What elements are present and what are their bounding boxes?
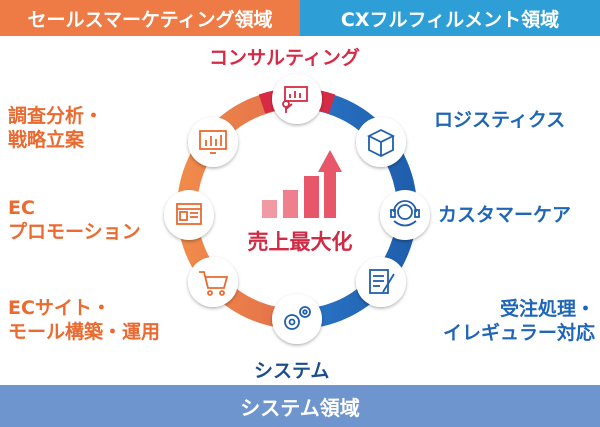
node-ec-promotion xyxy=(164,190,214,240)
research-label-line1: 調査分析・ xyxy=(8,105,104,127)
growth-chart-icon xyxy=(262,150,342,218)
node-research xyxy=(188,117,238,167)
node-customer-care xyxy=(380,190,430,240)
logistics-label: ロジスティクス xyxy=(434,109,566,131)
node-consulting xyxy=(272,74,322,124)
presentation-icon xyxy=(282,86,308,113)
browser-icon xyxy=(176,203,202,225)
ec-promotion-label: EC プロモーション xyxy=(8,196,141,244)
node-logistics xyxy=(356,117,406,167)
ec-promotion-label-line2: プロモーション xyxy=(8,221,141,243)
node-ec-site xyxy=(188,257,238,307)
ec-promotion-label-line1: EC xyxy=(8,197,35,219)
order-label: 受注処理・ イレギュラー対応 xyxy=(405,297,595,345)
sales-maximization-label: 売上最大化 xyxy=(247,230,353,254)
research-label: 調査分析・ 戦略立案 xyxy=(8,104,103,152)
order-label-line2: イレギュラー対応 xyxy=(442,322,595,344)
cx-fulfillment-banner: CXフルフィルメント領域 xyxy=(300,0,600,36)
system-domain-banner: システム領域 xyxy=(0,385,600,427)
consulting-label: コンサルティング xyxy=(209,47,360,69)
node-system xyxy=(272,294,322,344)
document-pen-icon xyxy=(369,269,395,294)
cart-icon xyxy=(199,271,229,296)
box-icon xyxy=(366,128,396,158)
system-label: システム xyxy=(254,360,330,382)
sales-marketing-banner: セールスマーケティング領域 xyxy=(0,0,300,36)
ec-site-label-line1: ECサイト・ xyxy=(8,297,111,319)
order-label-line1: 受注処理・ xyxy=(499,298,595,320)
customer-care-label: カスタマーケア xyxy=(438,204,572,226)
node-order xyxy=(356,257,406,307)
research-label-line2: 戦略立案 xyxy=(8,129,85,151)
headset-icon xyxy=(390,200,420,227)
gears-icon xyxy=(284,306,311,330)
ec-site-label: ECサイト・ モール構築・運用 xyxy=(8,296,160,344)
monitor-chart-icon xyxy=(199,130,227,154)
ec-site-label-line2: モール構築・運用 xyxy=(8,321,161,343)
